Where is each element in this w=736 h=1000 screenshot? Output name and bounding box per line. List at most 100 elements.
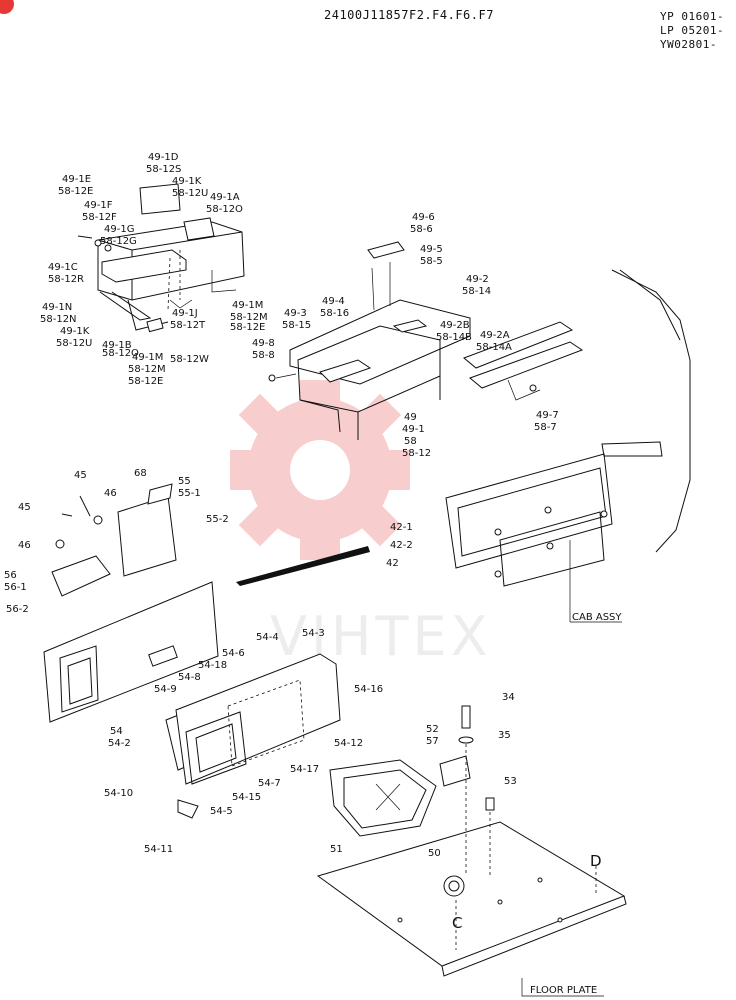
callout: 49-1D xyxy=(148,152,179,163)
labels-top-right: 49-6 58-6 49-5 58-5 49-2 58-14 49-4 58-1… xyxy=(252,212,559,459)
callout: 58-14A xyxy=(476,342,512,353)
callout: 54-10 xyxy=(104,788,133,799)
serial-yp: YP 01601- xyxy=(660,10,725,23)
callout: 49-2B xyxy=(440,320,470,331)
callout: 49-8 xyxy=(252,338,275,349)
cab-assy-label: CAB ASSY xyxy=(572,612,622,623)
callout: 49-1G xyxy=(104,224,134,235)
callout: 54-18 xyxy=(198,660,227,671)
callout: 49-2A xyxy=(480,330,510,341)
callout: 49-1M xyxy=(132,352,163,363)
callout: 58-12S xyxy=(146,164,181,175)
callout: 55-2 xyxy=(206,514,229,525)
callout: 57 xyxy=(426,736,439,747)
reference-letter-d: D xyxy=(590,852,602,870)
callout: 54-16 xyxy=(354,684,383,695)
callout: 54-5 xyxy=(210,806,233,817)
callout: 54-7 xyxy=(258,778,281,789)
callout: 56 xyxy=(4,570,17,581)
callout: 55 xyxy=(178,476,191,487)
cab-side-panel xyxy=(445,269,691,623)
drawing-code: 24100J11857F2.F4.F6.F7 xyxy=(324,8,494,22)
callout: 56-1 xyxy=(4,582,27,593)
callout: 58-12T xyxy=(170,320,206,331)
callout: 58-12U xyxy=(172,188,208,199)
floor-plate-label: FLOOR PLATE xyxy=(530,985,597,996)
callout: 58-12O xyxy=(206,204,243,215)
serial-yw: YW02801- xyxy=(660,38,717,51)
callout: 56-2 xyxy=(6,604,29,615)
callout: 45 xyxy=(18,502,31,513)
corner-mark-icon xyxy=(0,0,14,14)
callout: 49-1E xyxy=(62,174,91,185)
callout: 49-1C xyxy=(48,262,78,273)
callout: 42-2 xyxy=(390,540,413,551)
callout: 54-2 xyxy=(108,738,131,749)
callout: 58-7 xyxy=(534,422,557,433)
callout: 58-5 xyxy=(420,256,443,267)
callout: 35 xyxy=(498,730,511,741)
callout: 58-12R xyxy=(48,274,84,285)
callout: 58-12M xyxy=(230,312,268,323)
callout: 58-14 xyxy=(462,286,491,297)
callout: 54-4 xyxy=(256,632,279,643)
callout: 49-1N xyxy=(42,302,72,313)
callout: 45 xyxy=(74,470,87,481)
callout: 58-12E xyxy=(58,186,93,197)
callout: 49 xyxy=(404,412,417,423)
callout: 49-1K xyxy=(172,176,202,187)
callout: 54 xyxy=(110,726,123,737)
callout: 58-8 xyxy=(252,350,275,361)
callout: 55-1 xyxy=(178,488,201,499)
callout: 49-2 xyxy=(466,274,489,285)
callout: 58-14B xyxy=(436,332,472,343)
callout: 52 xyxy=(426,724,439,735)
callout: 49-6 xyxy=(412,212,435,223)
callout: 58 xyxy=(404,436,417,447)
front-panel-assembly xyxy=(43,483,219,723)
labels-lower: 54-4 54-3 54-6 54-18 54-8 54-9 54-16 54-… xyxy=(104,628,602,932)
callout: 58-12N xyxy=(40,314,77,325)
upper-right-storage-box-assembly xyxy=(268,241,584,440)
callout: 49-4 xyxy=(322,296,345,307)
callout: 58-12U xyxy=(56,338,92,349)
callout: 58-12E xyxy=(230,322,265,333)
callout: 49-1J xyxy=(172,308,198,319)
callout: 49-1B xyxy=(102,340,132,351)
callout: 58-16 xyxy=(320,308,349,319)
callout: 58-12G xyxy=(100,236,137,247)
labels-top-left: 49-1D 58-12S 49-1K 58-12U 49-1A 58-12O 4… xyxy=(40,152,268,387)
callout: 54-17 xyxy=(290,764,319,775)
callout: 54-15 xyxy=(232,792,261,803)
callout: 42-1 xyxy=(390,522,413,533)
callout: 54-3 xyxy=(302,628,325,639)
callout: 51 xyxy=(330,844,343,855)
callout: 58-12W xyxy=(170,354,209,365)
callout: 49-7 xyxy=(536,410,559,421)
callout: 54-9 xyxy=(154,684,177,695)
callout: 49-1M xyxy=(232,300,263,311)
callout: 49-5 xyxy=(420,244,443,255)
callout: 49-1A xyxy=(210,192,240,203)
callout: 49-3 xyxy=(284,308,307,319)
watermark-text: VIHTEX xyxy=(270,605,492,668)
callout: 49-1 xyxy=(402,424,425,435)
labels-middle: 68 55 55-1 55-2 45 46 45 46 56 56-1 56-2… xyxy=(4,468,413,749)
callout: 54-12 xyxy=(334,738,363,749)
callout: 58-12F xyxy=(82,212,117,223)
callout: 58-6 xyxy=(410,224,433,235)
callout: 54-6 xyxy=(222,648,245,659)
callout: 68 xyxy=(134,468,147,479)
lower-console-assembly xyxy=(165,653,437,837)
callout: 49-1F xyxy=(84,200,113,211)
callout: 42 xyxy=(386,558,399,569)
callout: 58-12 xyxy=(402,448,431,459)
watermark-gear-icon xyxy=(230,380,410,560)
serial-numbers: YP 01601- LP 05201- YW02801- xyxy=(660,10,724,52)
callout: 58-15 xyxy=(282,320,311,331)
callout: 54-8 xyxy=(178,672,201,683)
reference-letter-c: C xyxy=(452,914,462,932)
callout: 53 xyxy=(504,776,517,787)
